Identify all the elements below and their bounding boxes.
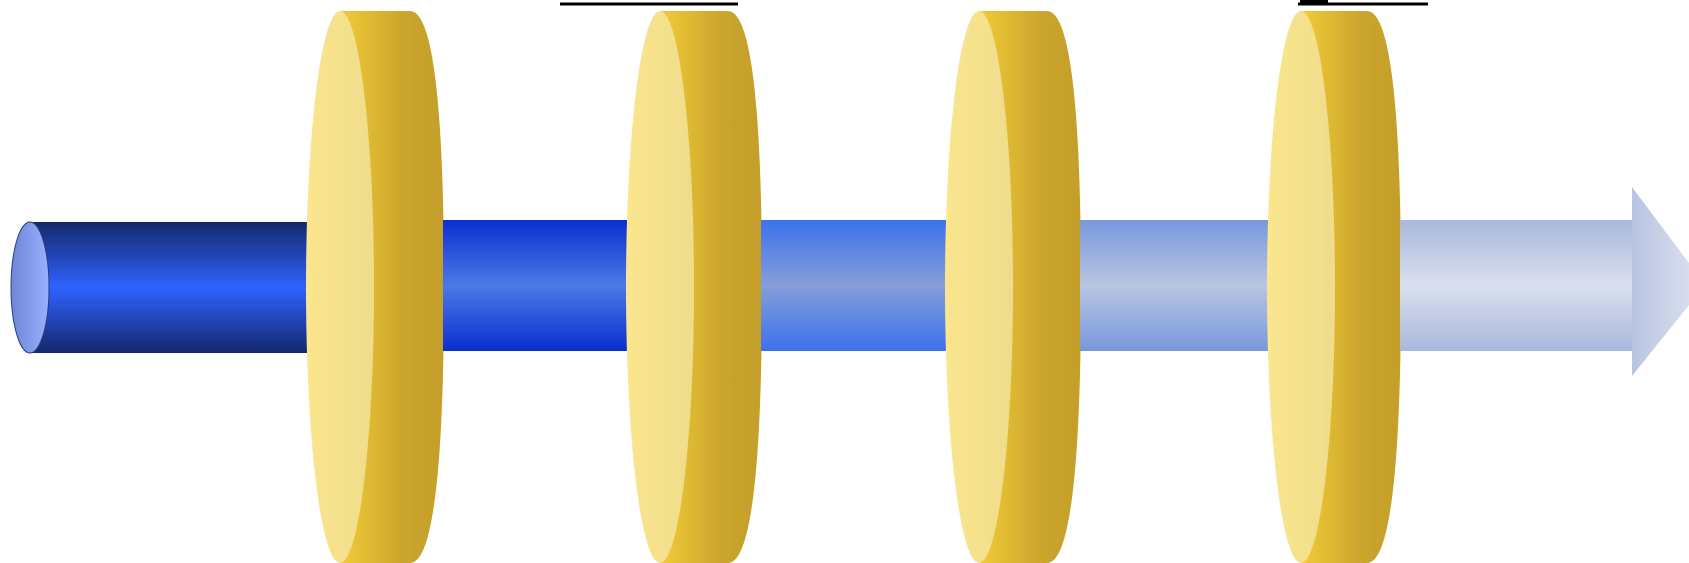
- disc-4: [1267, 11, 1401, 563]
- disc-1: [306, 11, 444, 563]
- disc-2: [626, 11, 762, 563]
- arrow-head: [1632, 187, 1689, 376]
- output-arrow: [1400, 187, 1689, 376]
- title-mark-2: [1300, 0, 1328, 3]
- segment-1-end-cap: [11, 222, 49, 353]
- disc-3: [945, 11, 1081, 563]
